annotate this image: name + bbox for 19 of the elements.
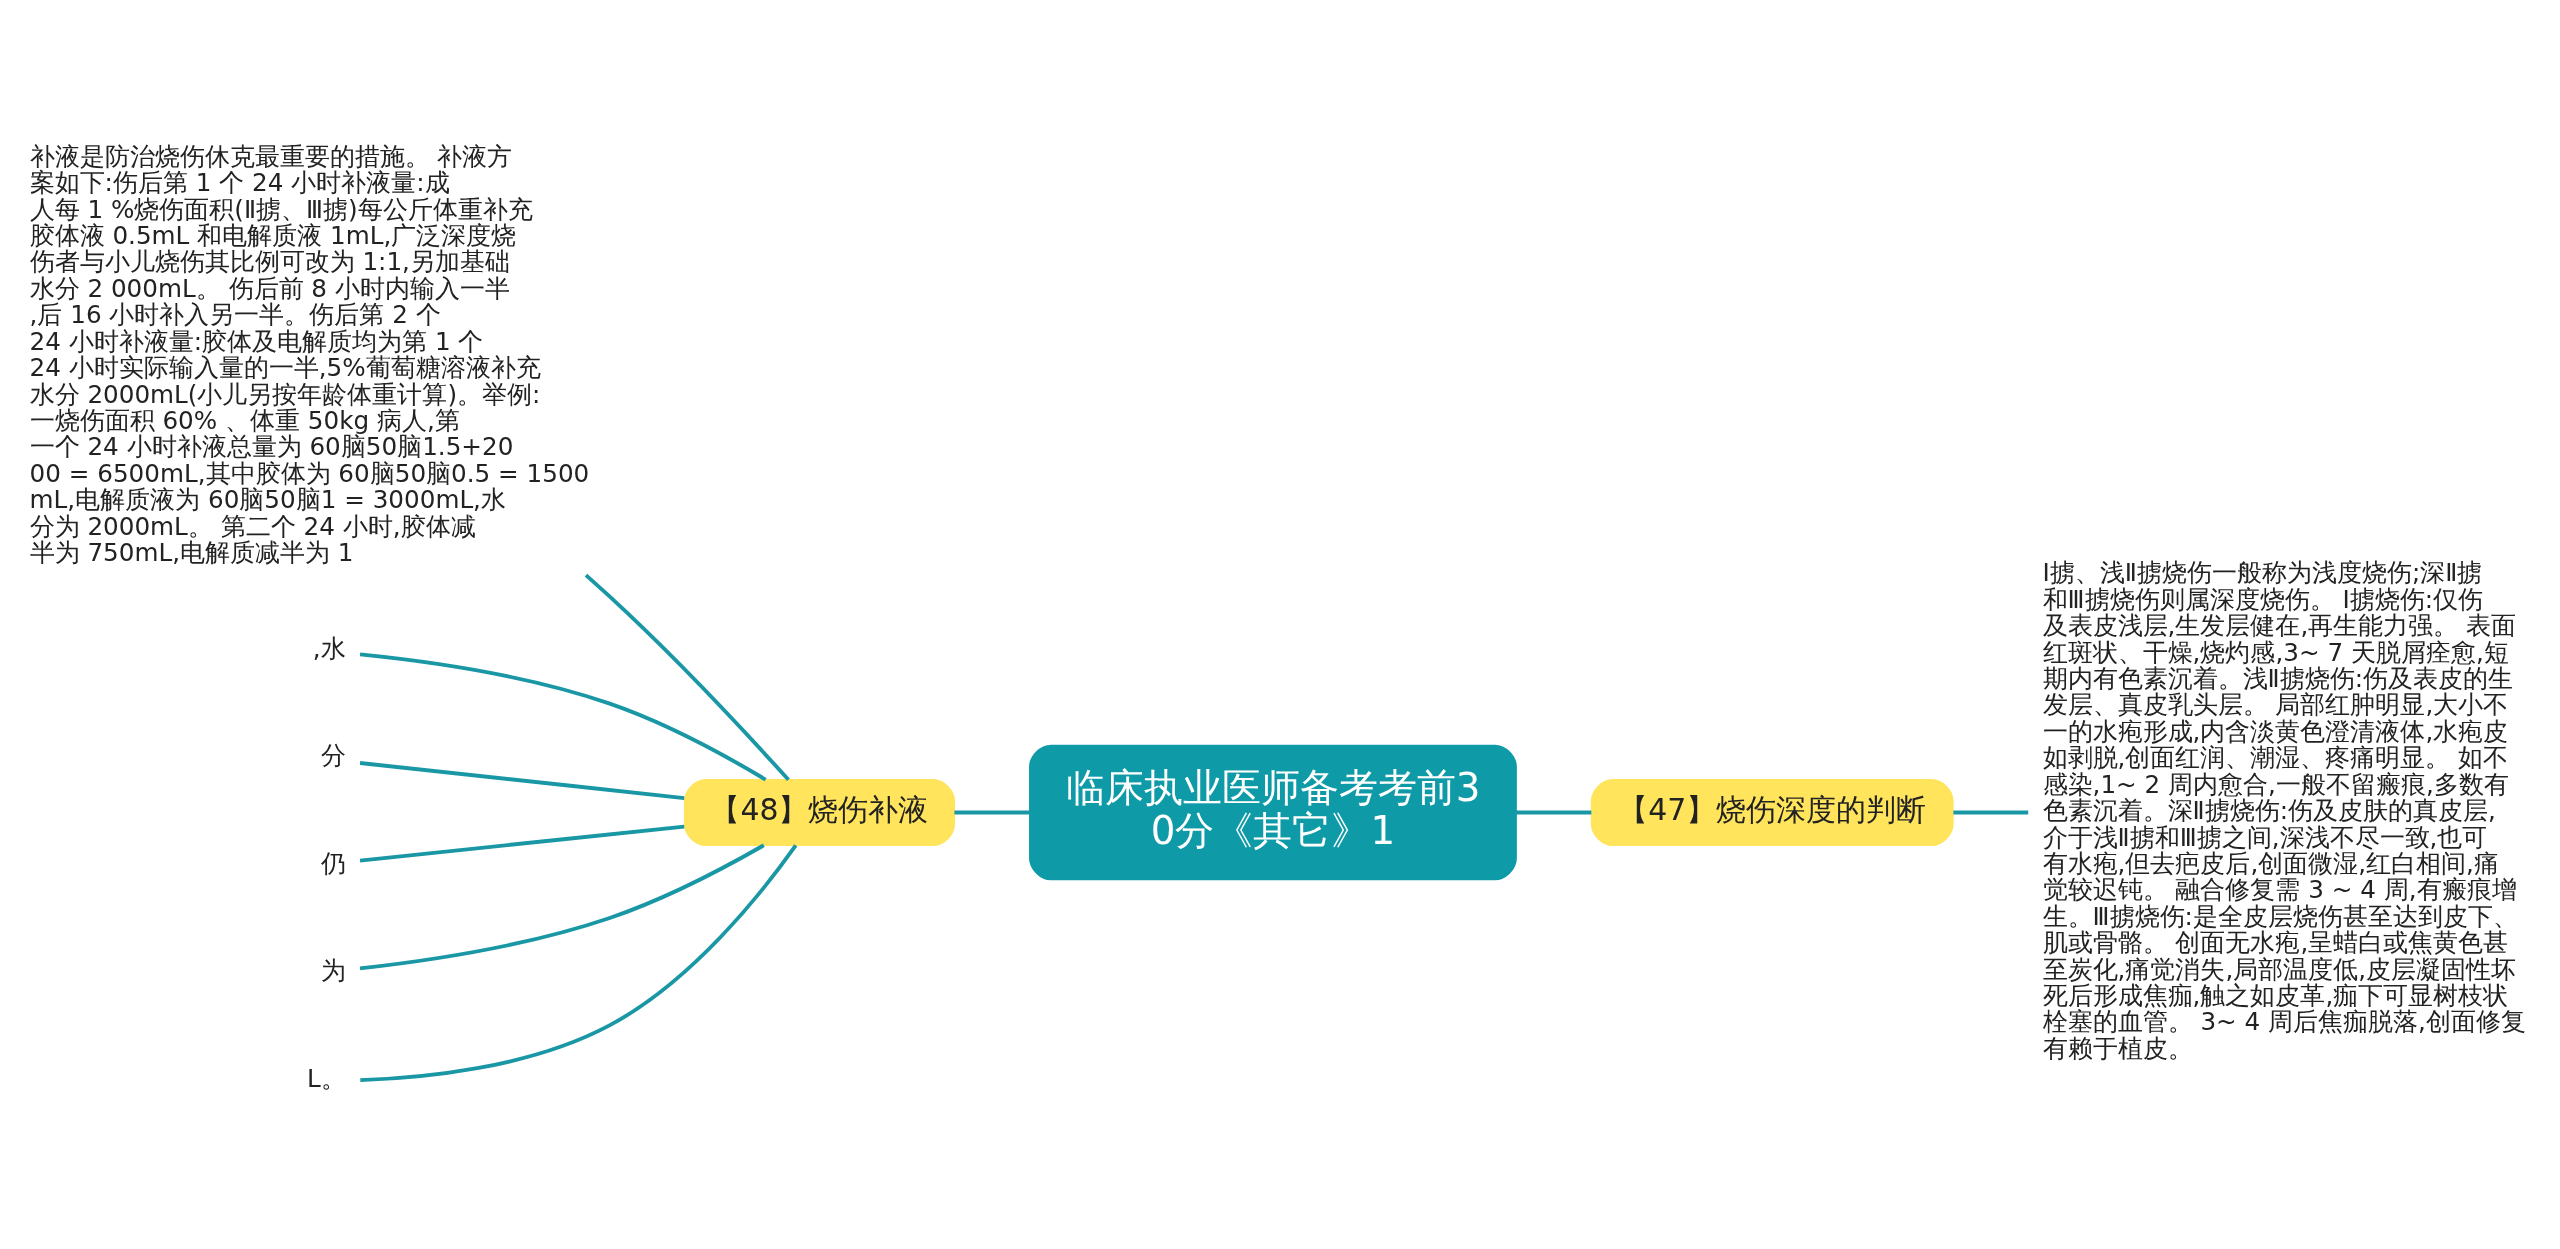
connector <box>359 760 685 800</box>
node-text: 为 <box>320 955 346 985</box>
connector <box>1516 810 1592 814</box>
connector <box>1953 810 2029 814</box>
node-box: 临床执业医师备考考前30分《其它》1 <box>1029 744 1517 880</box>
connector <box>360 843 798 1082</box>
connector <box>584 573 790 781</box>
node-text: Ⅰ掳、浅Ⅱ掳烧伤一般称为浅度烧伤;深Ⅱ掳和Ⅲ掳烧伤则属深度烧伤。 Ⅰ掳烧伤:仅伤及表皮浅层,生发层健在,再生能力强。 表面红斑状、干燥,烧灼感,3~ 7 天脱屑痊愈,短期内有色素沉着。浅Ⅱ掳烧伤:伤及表皮的生发层、真皮乳头层。 局部红肿明显,大小不一的水疱形成,内含淡黄色澄清液体,水疱皮如剥脱,创面红润、潮湿、疼痛明显。 如不感染,1~ 2 周内愈合,一般不留瘢痕,多数有色素沉着。深Ⅱ掳烧伤:伤及皮肤的真皮层,介于浅Ⅱ掳和Ⅲ掳之间,深浅不尽一致,也可有水疱,但去疤皮后,创面微湿,红白相间,痛觉较迟钝。 融合修复需 3 ~ 4 周,有瘢痕增生。Ⅲ掳烧伤:是全皮层烧伤甚至达到皮下、肌或骨骼。 创面无水疱,呈蜡白或焦黄色甚至炭化,痛觉消失,局部温度低,皮层凝固性坏死后形成焦痂,触之如皮革,痂下可显树枝状栓塞的血管。 3~ 4 周后焦痂脱落,创面修复有赖于植皮。 <box>2042 557 2526 1063</box>
connector <box>954 810 1030 814</box>
node-text: L。 <box>306 1063 346 1093</box>
node-box: 【48】烧伤补液 <box>683 778 956 846</box>
node-text: 分 <box>320 740 346 770</box>
node-text: 补液是防治烧伤休克最重要的措施。 补液方案如下:伤后第 1 个 24 小时补液量:成人每 1 %烧伤面积(Ⅱ掳、Ⅲ掳)每公斤体重补充胶体液 0.5mL 和电解质液 1mL,广泛深度烧伤者与小儿烧伤其比例可改为 1:1,另加基础水分 2 000mL。 伤后前 8 小时内输入一半,后 16 小时补入另一半。伤后第 2 个 24 小时补液量:胶体及电解质均为第 1 个 24 小时实际输入量的一半,5%葡萄糖溶液补充水分 2000mL(小儿另按年龄体重计算)。举例:一烧伤面积 60% 、体重 50kg 病人,第一个 24 小时补液总量为 60脑50脑1.5+2000 = 6500mL,其中胶体为 60脑50脑0.5 = 1500mL,电解质液为 60脑50脑1 = 3000mL,水分为 2000mL。 第二个 24 小时,胶体减半为 750mL,电解质减半为 1 <box>29 141 590 567</box>
connector <box>359 652 767 781</box>
connector <box>359 843 765 970</box>
connector <box>359 824 685 862</box>
node-text: 仍 <box>320 848 346 878</box>
node-text: ,水 <box>312 633 346 663</box>
node-box: 【47】烧伤深度的判断 <box>1590 778 1954 846</box>
